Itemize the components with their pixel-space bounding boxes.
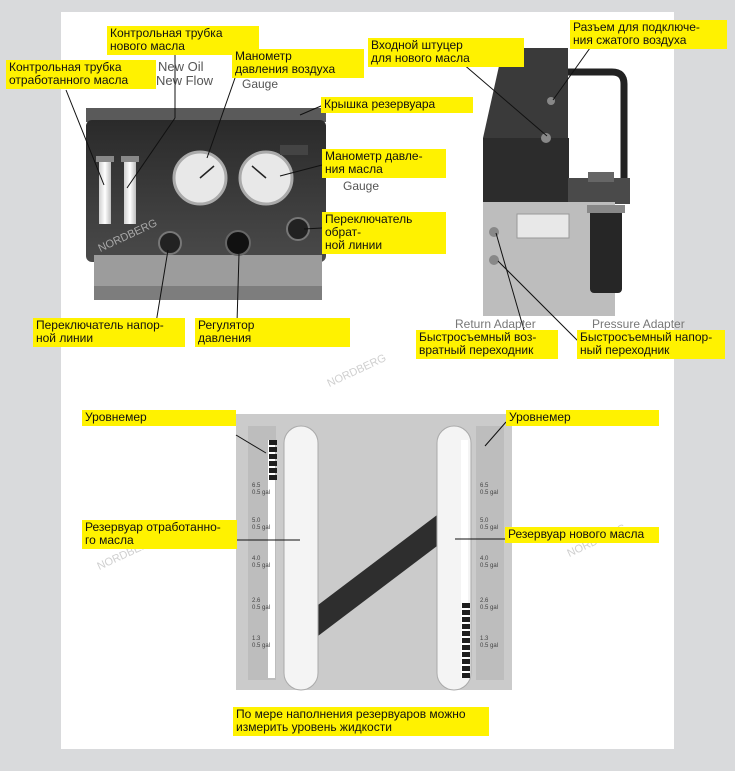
level-segment [462, 617, 470, 622]
label-oil-pressure-gauge: Манометр давле- ния масла [322, 149, 446, 178]
label-level-gauge-left: Уровнемер [82, 410, 236, 426]
scale-label: 5.0 0.5 gal [480, 518, 499, 531]
side-view-photo [483, 48, 630, 316]
level-segment [462, 659, 470, 664]
label-used-oil-sight-tube: Контрольная трубка отработанного масла [6, 60, 156, 89]
scale-label: 4.0 0.5 gal [252, 556, 271, 569]
scale-label: 1.3 0.5 gal [252, 636, 271, 649]
scale-label: 6.5 0.5 gal [480, 483, 499, 496]
scale-label: 2.6 0.5 gal [480, 598, 499, 611]
side-handle [568, 68, 628, 200]
level-gauge-diagram [236, 414, 512, 691]
scale-label: 2.6 0.5 gal [252, 598, 271, 611]
used-oil-tube [283, 425, 319, 691]
return-adapter-photo [489, 227, 499, 237]
level-segment [462, 638, 470, 643]
level-segment [269, 454, 277, 459]
label-pressure-regulator: Регулятор давления [195, 318, 350, 347]
supply-adapter-photo [489, 255, 499, 265]
front-panel-photo [86, 108, 326, 300]
label-tank-cap: Крышка резервуара [321, 97, 473, 113]
scale-label: 4.0 0.5 gal [480, 556, 499, 569]
label-new-oil-tank: Резервуар нового масла [505, 527, 659, 543]
level-segment [462, 666, 470, 671]
label-air-connector: Разъем для подключе- ния сжатого воздуха [570, 20, 727, 49]
left-level-segments [269, 440, 277, 480]
photo-text-new-oil: New Oil [158, 59, 204, 74]
label-return-adapter: Быстросъемный воз- вратный переходник [416, 330, 558, 359]
level-segment [269, 461, 277, 466]
new-oil-sight-tube [124, 160, 136, 224]
pressure-regulator-knob [225, 230, 251, 256]
photo-text-pressure-adapter: Pressure Adapter [592, 317, 685, 331]
level-segment [269, 440, 277, 445]
level-segment [462, 631, 470, 636]
label-used-oil-tank: Резервуар отработанно- го масла [82, 520, 237, 549]
scale-label: 5.0 0.5 gal [252, 518, 271, 531]
level-segment [462, 610, 470, 615]
supply-line-knob [158, 231, 182, 255]
connecting-pipe [318, 509, 445, 636]
level-segment [269, 447, 277, 452]
scale-label: 1.3 0.5 gal [480, 636, 499, 649]
level-segment [269, 468, 277, 473]
label-air-pressure-gauge: Манометр давления воздуха [232, 49, 364, 78]
label-inlet-fitting: Входной штуцер для нового масла [368, 38, 524, 67]
front-panel-top-rim [86, 108, 326, 122]
side-upper-housing [483, 48, 568, 138]
right-level-segments [462, 603, 470, 678]
photo-text-return-adapter: Return Adapter [455, 317, 536, 331]
inlet-fitting-photo [541, 133, 551, 143]
label-level-gauge-right: Уровнемер [506, 410, 659, 426]
scale-label: 6.5 0.5 gal [252, 483, 271, 496]
level-segment [462, 645, 470, 650]
caption-level-measurement: По мере наполнения резервуаров можно изм… [233, 707, 489, 736]
level-segment [462, 603, 470, 608]
level-segment [462, 624, 470, 629]
oil-filter [590, 209, 622, 293]
label-return-line-switch: Переключатель обрат- ной линии [322, 212, 446, 254]
level-segment [269, 475, 277, 480]
photo-text-new-flow: New Flow [156, 73, 214, 88]
label-supply-line-switch: Переключатель напор- ной линии [33, 318, 185, 347]
side-mid-housing [483, 138, 569, 202]
level-segment [462, 673, 470, 678]
photo-text-gauge-top: Gauge [242, 77, 279, 91]
front-panel-base-shadow [94, 286, 322, 300]
used-oil-sight-tube [99, 160, 111, 224]
photo-text-gauge-mid: Gauge [343, 179, 380, 193]
level-segment [462, 652, 470, 657]
label-supply-adapter: Быстросъемный напор- ный переходник [577, 330, 725, 359]
leader-lines [65, 47, 591, 541]
